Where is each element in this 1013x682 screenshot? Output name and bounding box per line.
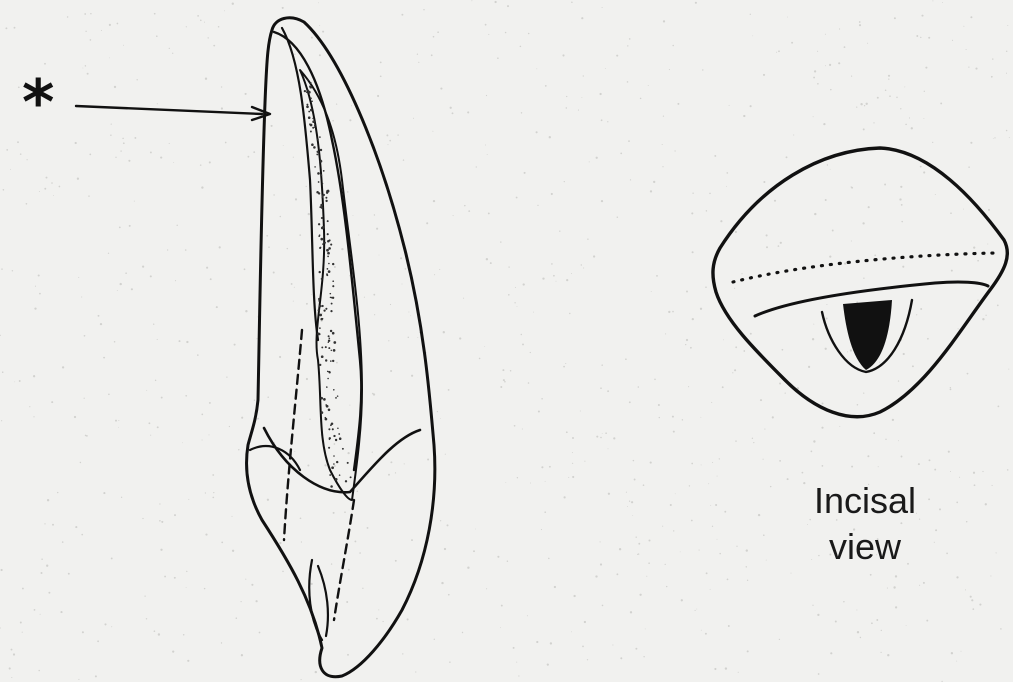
incisal-pulp (843, 300, 892, 370)
pulp-stipple (304, 79, 352, 487)
canal-dashed-right (334, 500, 354, 620)
caption-line-2: view (770, 524, 960, 570)
pointer-arrow (76, 106, 270, 120)
annotation-marker: * (22, 72, 54, 134)
canal-dashed-left (284, 330, 302, 540)
incisal-edge-detail (309, 560, 328, 640)
caption-line-1: Incisal (770, 478, 960, 524)
tooth-incisal-view (713, 148, 1007, 417)
tooth-proximal-view (247, 18, 435, 677)
incisal-dotted-line (733, 253, 995, 282)
incisal-view-caption: Incisal view (770, 478, 960, 570)
